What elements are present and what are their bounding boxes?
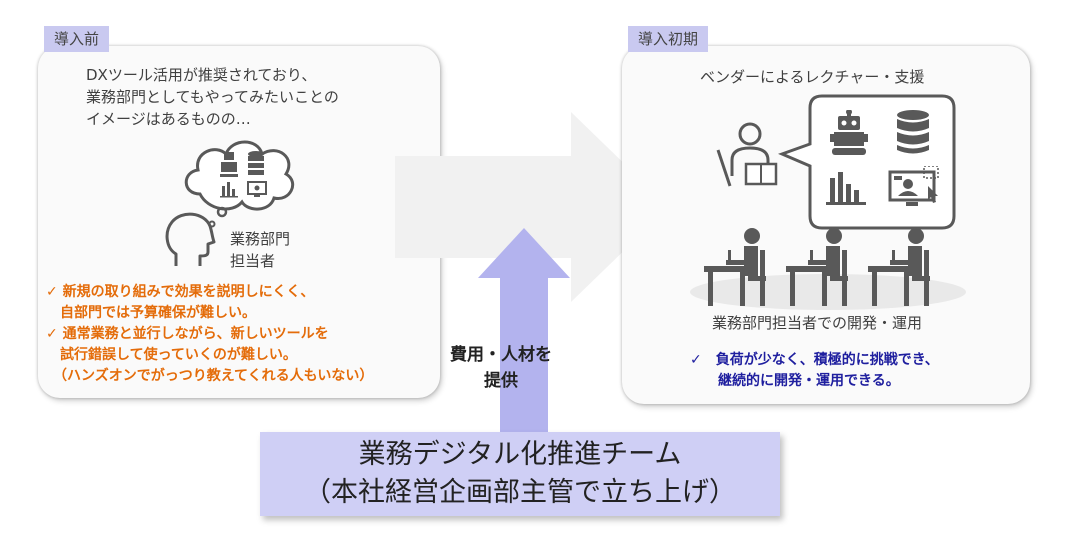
cost-label: 費用・人材を 提供 [446, 342, 556, 394]
before-tag: 導入前 [44, 26, 110, 52]
robot-icon [830, 110, 868, 155]
intro-line: DXツール活用が推奨されており、 [86, 66, 317, 84]
team-name: 業務デジタル化推進チーム [358, 439, 682, 470]
intro-line: イメージはあるものの… [86, 110, 251, 128]
issue-item: 自部門では予算確保が難しい。 [46, 305, 256, 321]
person-label-line: 担当者 [230, 252, 276, 270]
intro-line: 業務部門としてもやってみたいことの [86, 88, 339, 106]
database-icon [897, 110, 929, 154]
worker-at-desk-icon [704, 228, 930, 306]
before-panel [38, 46, 440, 398]
support-up-arrow [478, 228, 570, 438]
after-tag: 導入初期 [628, 26, 709, 52]
dev-label: 業務部門担当者での開発・運用 [712, 314, 923, 332]
transition-arrow [395, 112, 669, 302]
team-box: 業務デジタル化推進チーム （本社経営企画部主管で立ち上げ） [260, 432, 780, 516]
benefit-list: ✓ 負荷が少なく、積極的に挑戦でき、 継続的に開発・運用できる。 [690, 350, 939, 392]
before-intro: DXツール活用が推奨されており、 業務部門としてもやってみたいことの イメージは… [86, 64, 339, 130]
bar-chart-icon [826, 172, 866, 205]
cost-label-line: 提供 [484, 371, 518, 391]
monitor-icon [888, 166, 939, 206]
teacher-icon [716, 122, 778, 187]
thought-cloud-icon [184, 140, 295, 228]
issue-item: ✓ 通常業務と並行しながら、新しいツールを [46, 326, 329, 342]
benefit-item: ✓ 負荷が少なく、積極的に挑戦でき、 [690, 352, 939, 368]
issue-item: ✓ 新規の取り組みで効果を説明しにくく、 [46, 284, 315, 300]
issues-list: ✓ 新規の取り組みで効果を説明しにくく、 自部門では予算確保が難しい。 ✓ 通常… [46, 282, 373, 387]
issue-item: 試行錯誤して使っていくのが難しい。 [46, 347, 297, 363]
speech-bubble-icon [778, 94, 956, 230]
cost-label-line: 費用・人材を [450, 345, 552, 365]
team-subtitle: （本社経営企画部主管で立ち上げ） [304, 477, 736, 508]
head-icon [165, 212, 216, 266]
person-label: 業務部門 担当者 [230, 228, 290, 272]
floor-ellipse [690, 274, 966, 310]
support-text: ベンダーによるレクチャー・支援 [700, 68, 925, 86]
benefit-item: 継続的に開発・運用できる。 [690, 373, 900, 389]
person-label-line: 業務部門 [230, 230, 291, 248]
issue-item: （ハンズオンでがっつり教えてくれる人もいない） [46, 368, 374, 384]
